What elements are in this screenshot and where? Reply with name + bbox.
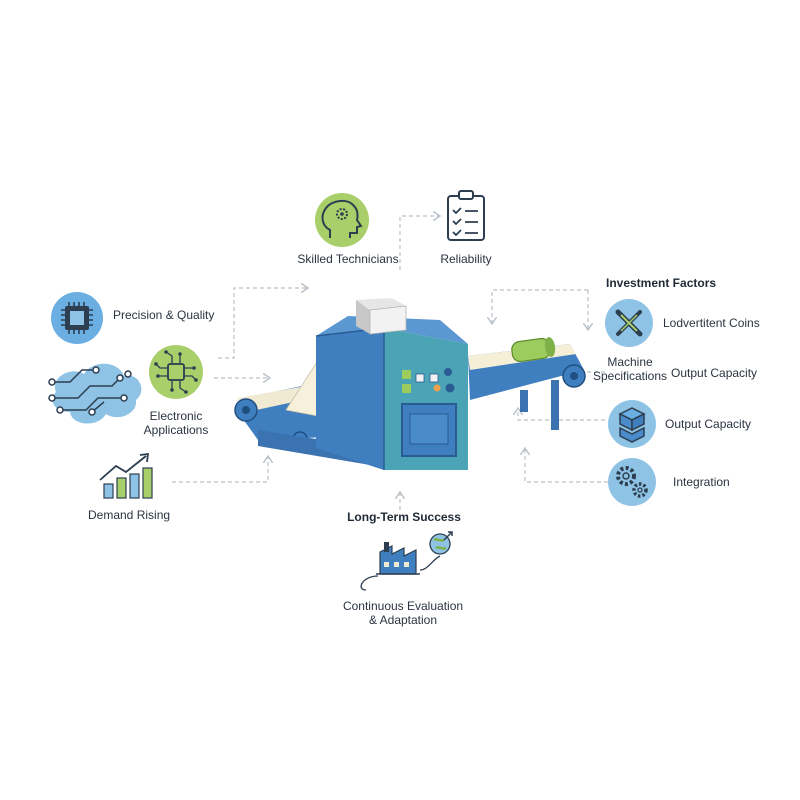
head-gear-icon	[315, 193, 369, 247]
factory-globe-icon	[360, 531, 453, 591]
integration-label: Integration	[673, 475, 730, 489]
connector-arrows	[172, 216, 615, 510]
gears-icon	[608, 458, 656, 506]
microchip-icon	[51, 292, 103, 344]
electronic-applications-label: Electronic Applications	[143, 409, 209, 437]
boxes-icon	[608, 400, 656, 448]
lodvertitent-coins-label: Lodvertitent Coins	[663, 316, 760, 330]
circuit-icon	[149, 345, 203, 399]
demand-rising-label: Demand Rising	[88, 508, 171, 522]
tools-icon	[605, 299, 653, 347]
continuous-evaluation-label: Continuous Evaluation & Adaptation	[342, 599, 464, 627]
output-capacity-label-2: Output Capacity	[665, 417, 752, 431]
machine-specifications-label: Machine Specifications	[592, 355, 668, 383]
skilled-technicians-label: Skilled Technicians	[297, 252, 399, 266]
long-term-success-title: Long-Term Success	[347, 510, 461, 524]
reliability-label: Reliability	[440, 252, 492, 266]
investment-factors-title: Investment Factors	[606, 276, 717, 290]
bar-chart-rising-icon	[99, 452, 153, 499]
checklist-icon	[447, 190, 485, 241]
conveyor-machine-icon	[234, 298, 586, 470]
precision-quality-label: Precision & Quality	[113, 308, 215, 322]
circuit-cloud-icon	[48, 363, 142, 424]
output-capacity-label-1: Output Capacity	[671, 366, 758, 380]
